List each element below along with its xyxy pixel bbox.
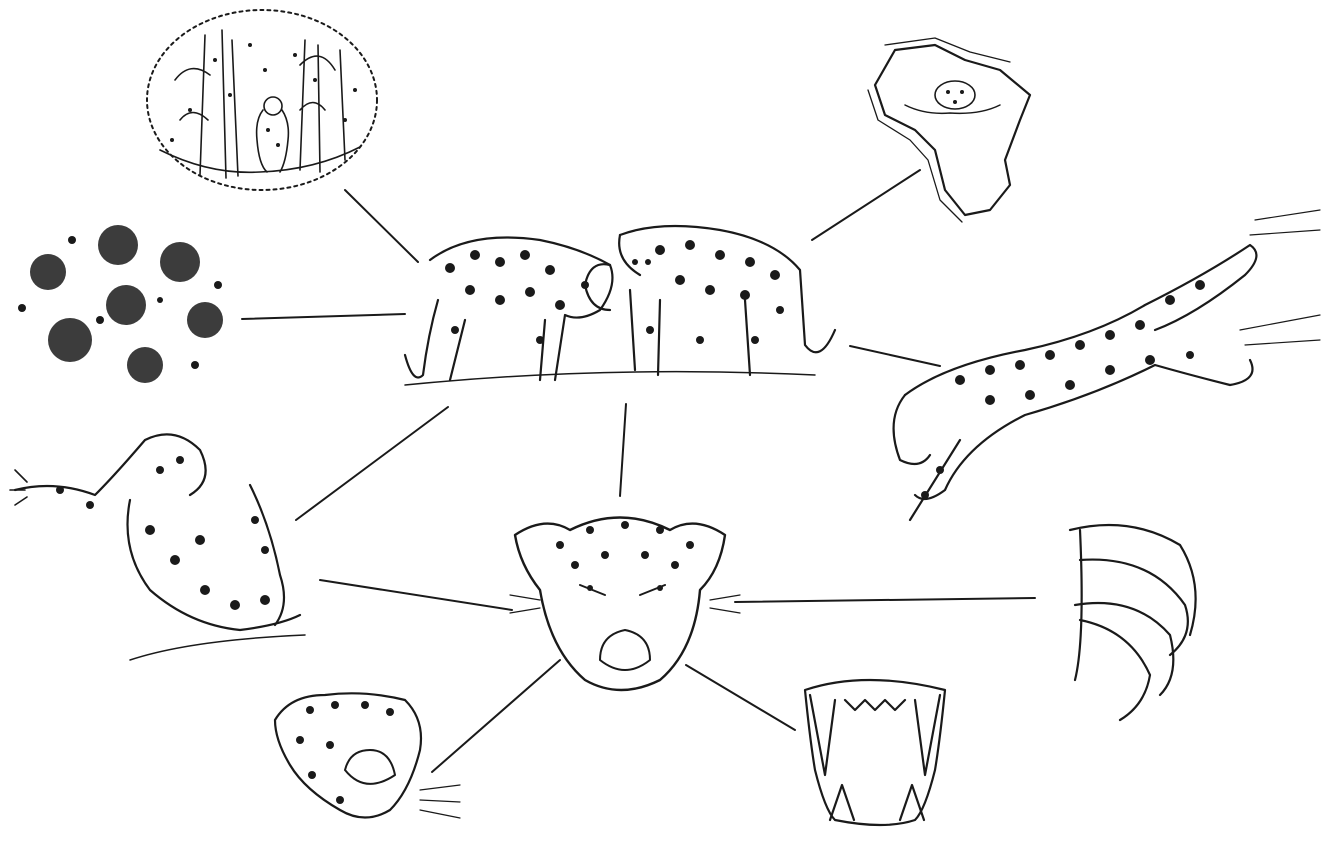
edge-jaguars-rosettes (242, 314, 405, 319)
edge-jaguars-rainforest (345, 190, 418, 262)
edge-jaguars-running (850, 346, 940, 366)
running-jaguar-icon (894, 210, 1320, 520)
edge-jaguars-head (620, 404, 626, 496)
connector-lines (242, 170, 1035, 772)
fangs-icon (805, 680, 945, 825)
edge-jaguars-africa (812, 170, 920, 240)
edge-jaguars-pouncing (296, 407, 448, 520)
rainforest-habitat-icon (147, 10, 377, 190)
edge-head-fangs (686, 665, 795, 730)
africa-map-icon (868, 38, 1030, 222)
edge-head-pouncing (320, 580, 512, 610)
roaring-jaguar-head-icon (275, 693, 460, 818)
paw-claws-icon (1070, 525, 1196, 720)
two-jaguars-icon (405, 226, 835, 385)
pouncing-jaguar-icon (10, 434, 305, 660)
edge-head-roaring (432, 660, 560, 772)
rosette-pattern-icon (18, 225, 223, 383)
edge-head-claws (735, 598, 1035, 602)
snarling-jaguar-head-icon (510, 518, 740, 691)
